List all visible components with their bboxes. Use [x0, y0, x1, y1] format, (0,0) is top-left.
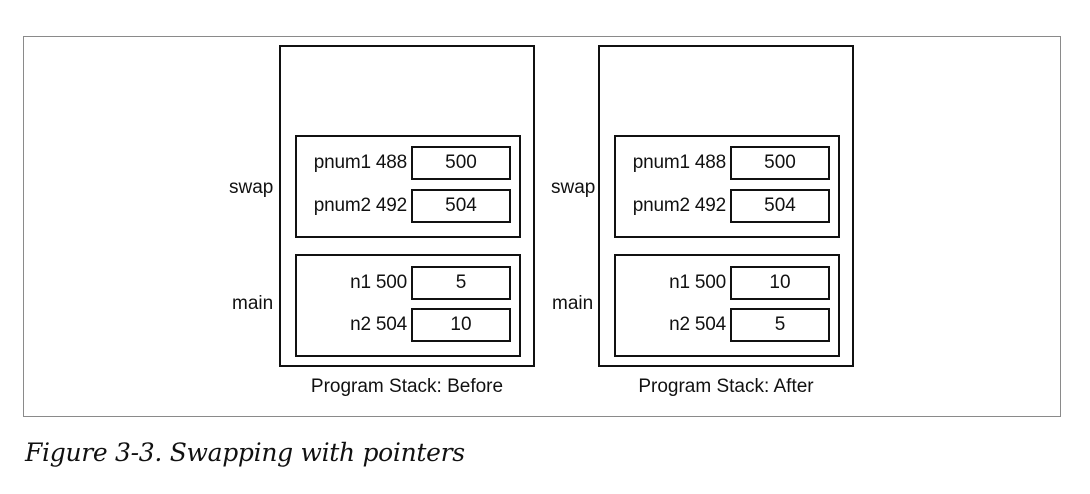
variable-row: n2 504 5 — [616, 308, 838, 342]
main-frame-label: main — [232, 293, 274, 314]
main-frame: n1 500 10 n2 504 5 — [614, 254, 840, 357]
stack-caption: Program Stack: Before — [310, 376, 504, 397]
variable-label: pnum1 488 — [313, 152, 407, 173]
variable-row: n2 504 10 — [297, 308, 519, 342]
variable-row: n1 500 10 — [616, 266, 838, 300]
variable-label: n1 500 — [350, 272, 407, 293]
stack-caption: Program Stack: After — [638, 376, 814, 397]
variable-value: 10 — [730, 266, 830, 300]
swap-frame-label: swap — [551, 177, 596, 198]
variable-label: pnum2 492 — [632, 195, 726, 216]
variable-label: n2 504 — [350, 314, 407, 335]
pointer-row: pnum1 488 500 — [297, 146, 519, 180]
variable-value: 504 — [730, 189, 830, 223]
variable-label: pnum2 492 — [313, 195, 407, 216]
variable-label: pnum1 488 — [632, 152, 726, 173]
program-stack-after: pnum1 488 500 pnum2 492 504 n1 500 10 n2… — [598, 45, 854, 367]
variable-value: 5 — [411, 266, 511, 300]
program-stack-before: pnum1 488 500 pnum2 492 504 n1 500 5 n2 … — [279, 45, 535, 367]
variable-value: 10 — [411, 308, 511, 342]
variable-value: 500 — [730, 146, 830, 180]
variable-value: 5 — [730, 308, 830, 342]
pointer-row: pnum1 488 500 — [616, 146, 838, 180]
main-frame-label: main — [552, 293, 594, 314]
variable-label: n2 504 — [669, 314, 726, 335]
swap-frame: pnum1 488 500 pnum2 492 504 — [295, 135, 521, 238]
main-frame: n1 500 5 n2 504 10 — [295, 254, 521, 357]
variable-label: n1 500 — [669, 272, 726, 293]
pointer-row: pnum2 492 504 — [616, 189, 838, 223]
figure-caption: Figure 3-3. Swapping with pointers — [25, 438, 465, 467]
swap-frame: pnum1 488 500 pnum2 492 504 — [614, 135, 840, 238]
variable-value: 504 — [411, 189, 511, 223]
pointer-row: pnum2 492 504 — [297, 189, 519, 223]
figure-frame: swap main pnum1 488 500 pnum2 492 504 n1… — [23, 36, 1061, 417]
variable-row: n1 500 5 — [297, 266, 519, 300]
variable-value: 500 — [411, 146, 511, 180]
swap-frame-label: swap — [229, 177, 274, 198]
